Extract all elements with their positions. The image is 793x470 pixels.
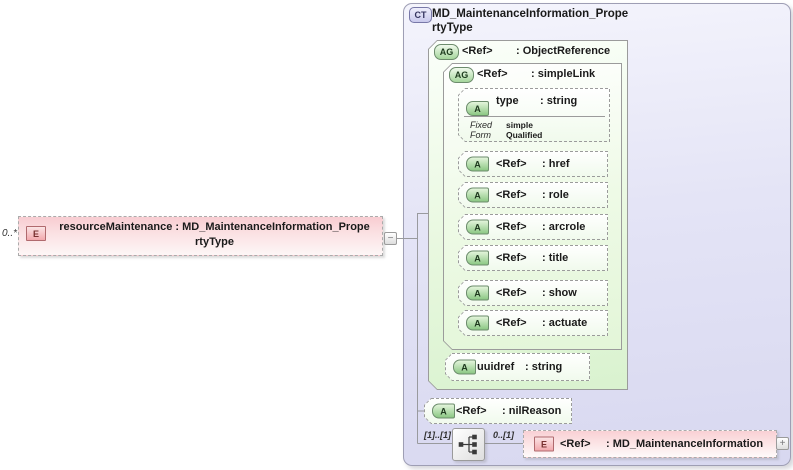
attribute-title-name: <Ref> <box>496 252 527 264</box>
element-icon: E <box>534 436 554 452</box>
sequence-glyph <box>458 434 477 455</box>
complex-type-title-line1: MD_MaintenanceInformation_Prope <box>432 8 629 20</box>
attribute-icon: A <box>453 360 476 375</box>
attribute-role[interactable]: A <Ref> : role <box>458 182 608 208</box>
attribute-uuidref-type: : string <box>525 361 563 373</box>
attribute-uuidref[interactable]: A uuidref : string <box>445 353 590 381</box>
attribute-show-name: <Ref> <box>496 287 527 299</box>
object-reference-name: <Ref> <box>462 45 493 57</box>
maintenance-ref-name: <Ref> <box>560 438 591 450</box>
attribute-actuate-name: <Ref> <box>496 317 527 329</box>
collapse-button[interactable]: − <box>384 232 397 245</box>
resource-maintenance-label: resourceMaintenance : MD_MaintenanceInfo… <box>49 220 380 250</box>
attribute-href-name: <Ref> <box>496 158 527 170</box>
element-resource-maintenance[interactable]: E resourceMaintenance : MD_MaintenanceIn… <box>18 216 383 256</box>
attribute-icon: A <box>466 251 489 266</box>
attribute-type[interactable]: A type : string Fixed simple Form Qualif… <box>458 88 610 142</box>
maintenance-ref-type: : MD_MaintenanceInformation <box>606 438 764 450</box>
complex-type-icon: CT <box>409 7 432 23</box>
attribute-icon: A <box>466 286 489 301</box>
sequence-occurrence-label: [1]..[1] <box>424 430 451 440</box>
complex-type-title-line2: rtyType <box>432 22 473 34</box>
simple-link-type: : simpleLink <box>531 68 596 80</box>
facet-fixed-value: simple <box>506 120 533 130</box>
attribute-show[interactable]: A <Ref> : show <box>458 280 608 306</box>
attribute-arcrole-type: : arcrole <box>542 221 586 233</box>
facet-form-value: Qualified <box>506 130 543 140</box>
resource-maintenance-label-line2: rtyType <box>195 236 234 248</box>
expand-button[interactable]: + <box>776 437 789 450</box>
simple-link-name: <Ref> <box>477 68 508 80</box>
element-icon: E <box>26 226 46 241</box>
source-element-occurrence-label: 0..* <box>2 228 18 239</box>
attribute-title-type: : title <box>542 252 569 264</box>
attribute-nil-reason-name: <Ref> <box>456 405 487 417</box>
attribute-uuidref-name: uuidref <box>477 361 515 373</box>
attribute-nil-reason[interactable]: A <Ref> : nilReason <box>424 398 572 424</box>
element-md-maintenance-information[interactable]: E <Ref> : MD_MaintenanceInformation <box>523 430 777 458</box>
object-reference-type: : ObjectReference <box>516 45 611 57</box>
maintenance-ref-occurrence-label: 0..[1] <box>493 430 515 440</box>
sequence-compositor-icon[interactable] <box>452 428 485 461</box>
facet-fixed-label: Fixed <box>470 120 493 130</box>
attribute-icon: A <box>466 220 489 235</box>
attribute-icon: A <box>466 101 489 116</box>
facet-form-label: Form <box>470 130 491 140</box>
attribute-role-name: <Ref> <box>496 189 527 201</box>
attribute-icon: A <box>466 157 489 172</box>
attribute-icon: A <box>432 404 455 419</box>
attribute-arcrole-name: <Ref> <box>496 221 527 233</box>
resource-maintenance-label-line1: resourceMaintenance : MD_MaintenanceInfo… <box>59 221 370 233</box>
attribute-href-type: : href <box>542 158 570 170</box>
attribute-actuate-type: : actuate <box>542 317 588 329</box>
attribute-role-type: : role <box>542 189 569 201</box>
attribute-show-type: : show <box>542 287 577 299</box>
attribute-type-name: type <box>496 95 519 107</box>
attribute-icon: A <box>466 316 489 331</box>
attribute-icon: A <box>466 188 489 203</box>
complex-type-title: MD_MaintenanceInformation_Prope rtyType <box>432 7 682 35</box>
attribute-href[interactable]: A <Ref> : href <box>458 151 608 177</box>
attribute-nil-reason-type: : nilReason <box>502 405 562 417</box>
attribute-actuate[interactable]: A <Ref> : actuate <box>458 310 608 336</box>
attribute-arcrole[interactable]: A <Ref> : arcrole <box>458 214 608 240</box>
attribute-group-icon: AG <box>434 44 459 60</box>
attribute-type-facets: Fixed simple Form Qualified <box>464 116 605 140</box>
attribute-title[interactable]: A <Ref> : title <box>458 245 608 271</box>
attribute-group-icon: AG <box>449 67 474 83</box>
attribute-type-datatype: : string <box>540 95 578 107</box>
